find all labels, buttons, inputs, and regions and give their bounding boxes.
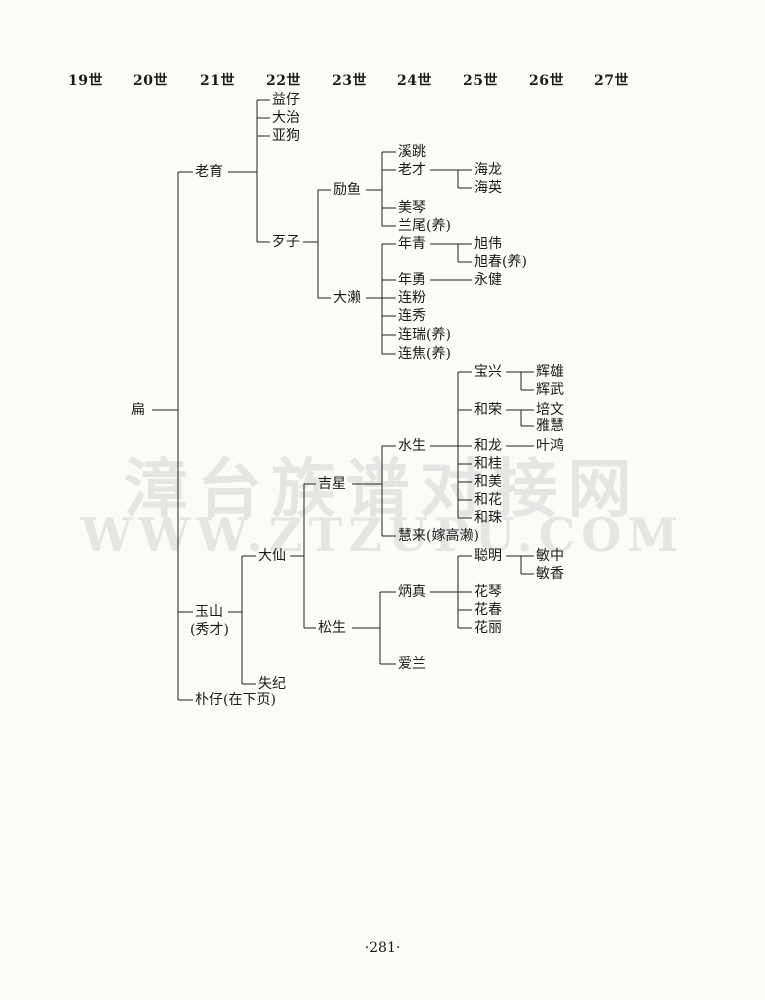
person-dazhi: 大治 bbox=[272, 110, 300, 126]
generation-header-25: 25世 bbox=[463, 73, 498, 89]
person-shiji: 失纪 bbox=[258, 676, 286, 692]
person-ailan: 爱兰 bbox=[398, 656, 426, 672]
person-yagou: 亚狗 bbox=[272, 128, 300, 144]
person-xitiao: 溪跳 bbox=[398, 144, 426, 160]
person-hegui: 和桂 bbox=[474, 456, 502, 472]
generation-header-24: 24世 bbox=[397, 73, 432, 89]
person-yongjian: 永健 bbox=[474, 272, 502, 288]
person-nianqing: 年青 bbox=[398, 236, 426, 252]
person-huachun: 花春 bbox=[474, 602, 502, 618]
person-puzai: 朴仔(在下页) bbox=[195, 692, 276, 708]
person-huali: 花丽 bbox=[474, 620, 502, 636]
person-lanwei: 兰尾(养) bbox=[398, 218, 451, 234]
person-bingzhen: 炳真 bbox=[398, 584, 426, 600]
person-bian: 扁 bbox=[131, 402, 145, 418]
person-helong: 和龙 bbox=[474, 438, 502, 454]
person-lianfen: 连粉 bbox=[398, 290, 426, 306]
person-lianjiao: 连焦(养) bbox=[398, 346, 451, 362]
person-daxian: 大仙 bbox=[258, 548, 286, 564]
page-number: ·281· bbox=[364, 940, 401, 956]
generation-header-21: 21世 bbox=[200, 73, 235, 89]
person-herong: 和荣 bbox=[474, 402, 502, 418]
person-hemei: 和美 bbox=[474, 474, 502, 490]
person-hailong: 海龙 bbox=[474, 162, 502, 178]
person-meiqin: 美琴 bbox=[398, 200, 426, 216]
person-hehua: 和花 bbox=[474, 492, 502, 508]
person-liyu: 励鱼 bbox=[333, 182, 361, 198]
generation-header-27: 27世 bbox=[594, 73, 629, 89]
generation-header-26: 26世 bbox=[529, 73, 564, 89]
person-songsheng: 松生 bbox=[318, 620, 346, 636]
generation-header-20: 20世 bbox=[133, 73, 168, 89]
person-huixiong: 辉雄 bbox=[536, 364, 564, 380]
person-yahui: 雅慧 bbox=[536, 418, 564, 434]
person-huilai: 慧来(嫁高濑) bbox=[398, 528, 479, 544]
person-yehong: 叶鸿 bbox=[536, 438, 564, 454]
person-xuwei: 旭伟 bbox=[474, 236, 502, 252]
person-laoyu: 老育 bbox=[195, 164, 223, 180]
person-yizai: 益仔 bbox=[272, 92, 300, 108]
person-daizi: 歹子 bbox=[272, 234, 300, 250]
person-baoxing: 宝兴 bbox=[474, 364, 502, 380]
person-lianxiu: 连秀 bbox=[398, 308, 426, 324]
person-huiwu: 辉武 bbox=[536, 382, 564, 398]
generation-header-19: 19世 bbox=[68, 73, 103, 89]
generation-header-23: 23世 bbox=[332, 73, 367, 89]
generation-header-22: 22世 bbox=[266, 73, 301, 89]
person-jixing: 吉星 bbox=[318, 476, 346, 492]
person-minzhong: 敏中 bbox=[536, 548, 564, 564]
person-nianyong: 年勇 bbox=[398, 272, 426, 288]
person-shuisheng: 水生 bbox=[398, 438, 426, 454]
person-haiying: 海英 bbox=[474, 180, 502, 196]
person-hezhu: 和珠 bbox=[474, 510, 502, 526]
person-minxiang: 敏香 bbox=[536, 566, 564, 582]
person-xuchun: 旭春(养) bbox=[474, 254, 527, 270]
person-yushan-note: (秀才) bbox=[190, 622, 229, 638]
person-lianrui: 连瑞(养) bbox=[398, 327, 451, 343]
person-dalai: 大濑 bbox=[333, 290, 361, 306]
person-laocai: 老才 bbox=[398, 162, 426, 178]
person-huaqin: 花琴 bbox=[474, 584, 502, 600]
person-congming: 聪明 bbox=[474, 548, 502, 564]
person-yushan: 玉山 bbox=[195, 604, 223, 620]
person-peiwen: 培文 bbox=[536, 402, 564, 418]
